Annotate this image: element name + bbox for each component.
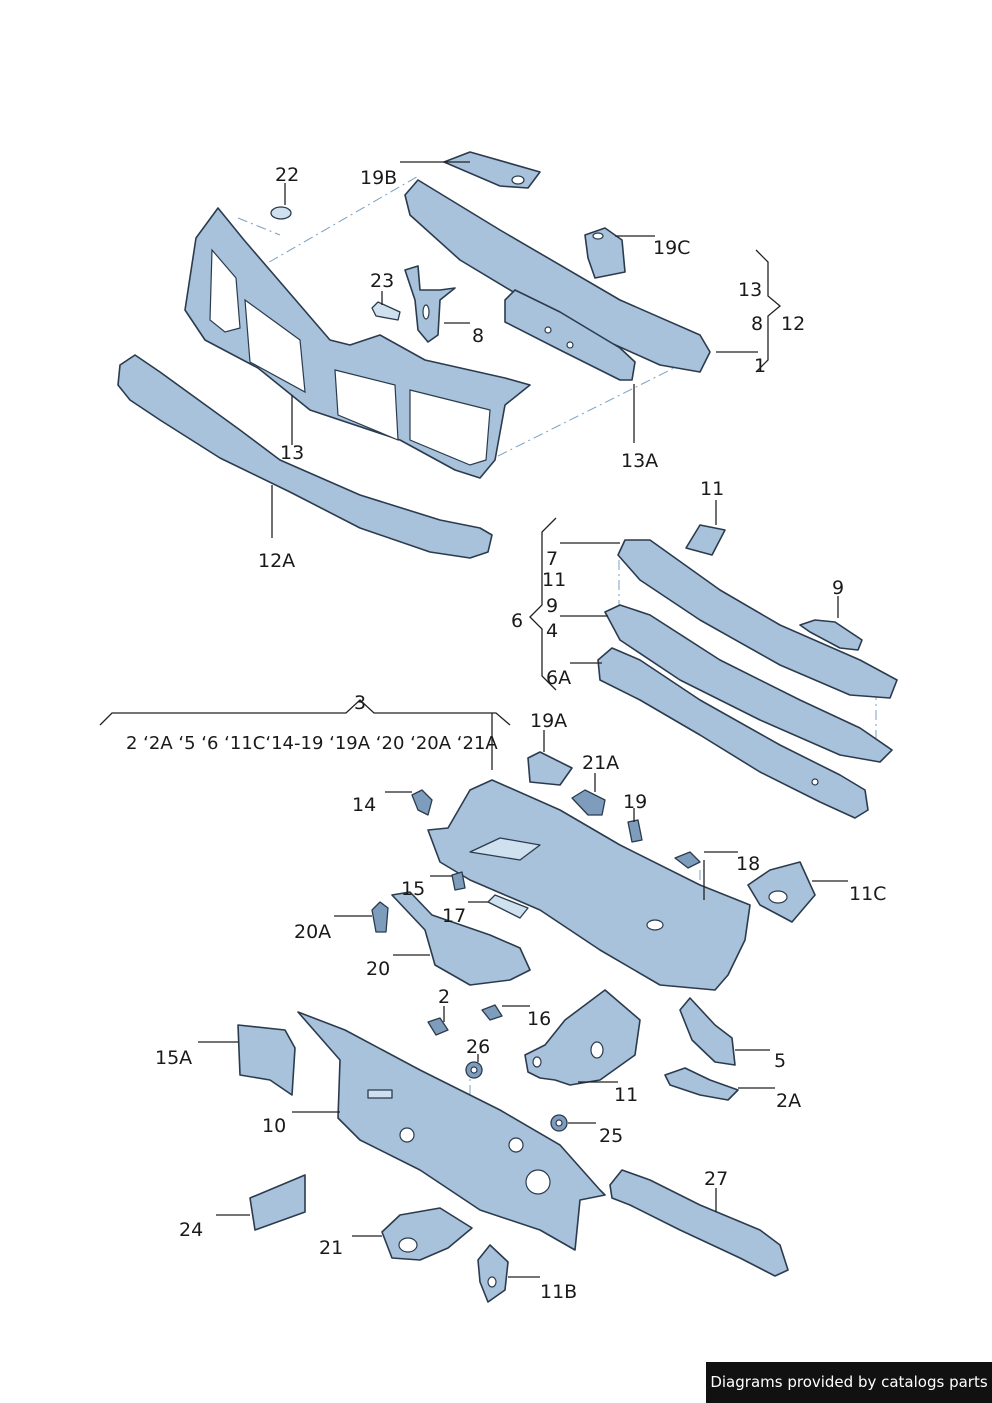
- part-14-clip: [411, 789, 433, 816]
- label-24: 24: [179, 1219, 203, 1241]
- leader-lines: [198, 161, 848, 1278]
- label-3-items: 2 ‘2A ‘5 ‘6 ‘11C‘14-19 ‘19A ‘20 ‘20A ‘21…: [126, 733, 498, 754]
- part-8-bracket: [404, 265, 456, 343]
- label-22: 22: [275, 164, 299, 186]
- label-13a: 13A: [621, 450, 658, 472]
- part-24-panel: [249, 1174, 306, 1231]
- label-23: 23: [370, 270, 394, 292]
- label-20: 20: [366, 958, 390, 980]
- label-18: 18: [736, 853, 760, 875]
- part-15a-panel: [237, 1024, 296, 1096]
- label-17: 17: [442, 905, 466, 927]
- label-2: 2: [438, 986, 450, 1008]
- part-3-plenum-tray: [427, 779, 751, 991]
- label-7: 7: [546, 548, 558, 570]
- part-19c-bracket: [584, 227, 626, 279]
- part-22-plug: [270, 206, 292, 220]
- label-11-top: 11: [700, 478, 724, 500]
- label-13-group: 13: [738, 279, 762, 301]
- part-21-bracket: [381, 1207, 473, 1261]
- part-25-grommet: [550, 1114, 568, 1132]
- brace-3: [99, 699, 511, 770]
- label-2a: 2A: [776, 1090, 801, 1112]
- part-19b-bracket: [443, 151, 541, 189]
- part-11-side-bracket: [524, 989, 641, 1086]
- part-12-crossmember: [404, 179, 711, 373]
- label-25: 25: [599, 1125, 623, 1147]
- label-26: 26: [466, 1036, 490, 1058]
- label-15: 15: [401, 878, 425, 900]
- label-12: 12: [781, 313, 805, 335]
- part-13a-lower-bar: [504, 289, 636, 381]
- part-23-clip: [371, 301, 401, 321]
- part-21a-clip: [571, 789, 606, 816]
- label-19a: 19A: [530, 710, 567, 732]
- part-10-bulkhead: [297, 1011, 606, 1251]
- label-10: 10: [262, 1115, 286, 1137]
- part-11b-bracket: [477, 1244, 509, 1303]
- label-5: 5: [774, 1050, 786, 1072]
- part-17-clip: [487, 894, 529, 919]
- part-27-reinforcement: [609, 1169, 789, 1277]
- label-9-group: 9: [546, 595, 558, 617]
- part-9-clip: [799, 619, 863, 651]
- label-14: 14: [352, 794, 376, 816]
- label-27: 27: [704, 1168, 728, 1190]
- label-19b: 19B: [360, 167, 397, 189]
- part-20-channel: [391, 891, 531, 986]
- label-12a: 12A: [258, 550, 295, 572]
- part-19-clip: [627, 819, 643, 843]
- label-8-group: 8: [751, 313, 763, 335]
- part-18-clip: [674, 851, 701, 869]
- label-19c: 19C: [653, 237, 690, 259]
- label-3: 3: [354, 692, 366, 714]
- part-11-small-bracket: [685, 524, 726, 556]
- part-12a-bumper-carrier: [117, 354, 493, 559]
- brace-12: [755, 249, 782, 373]
- part-20a-clip: [371, 901, 389, 933]
- label-21: 21: [319, 1237, 343, 1259]
- label-21a: 21A: [582, 752, 619, 774]
- label-4: 4: [546, 620, 558, 642]
- label-16: 16: [527, 1008, 551, 1030]
- label-19: 19: [623, 791, 647, 813]
- part-2a-plate: [664, 1067, 739, 1101]
- label-11-mid: 11: [614, 1084, 638, 1106]
- label-13: 13: [280, 442, 304, 464]
- attribution-banner: Diagrams provided by catalogs parts: [706, 1362, 992, 1403]
- label-6: 6: [511, 610, 523, 632]
- part-5-bracket: [679, 997, 736, 1066]
- callout-labels: 22 19B 19C 23 8 13 8 12 1 13 13A 12A 11 …: [126, 164, 886, 1303]
- part-13-radiator-support: [184, 207, 531, 479]
- part-11c-bracket: [747, 861, 816, 923]
- label-1: 1: [754, 355, 766, 377]
- label-11b: 11B: [540, 1281, 577, 1303]
- part-19a-bracket: [527, 751, 573, 786]
- part-7-upper-cowl: [617, 539, 898, 699]
- part-2-clip: [427, 1017, 449, 1036]
- label-8: 8: [472, 325, 484, 347]
- label-15a: 15A: [155, 1047, 192, 1069]
- part-4-cowl-middle: [604, 604, 893, 763]
- label-11c: 11C: [849, 883, 886, 905]
- part-6a-cowl-lower: [597, 647, 869, 819]
- label-20a: 20A: [294, 921, 331, 943]
- brace-6: [529, 517, 557, 691]
- part-26-grommet: [465, 1061, 483, 1079]
- label-11-group: 11: [542, 569, 566, 591]
- label-9: 9: [832, 577, 844, 599]
- label-6a: 6A: [546, 667, 571, 689]
- part-15-clip: [451, 871, 466, 891]
- part-16-clip: [481, 1004, 503, 1021]
